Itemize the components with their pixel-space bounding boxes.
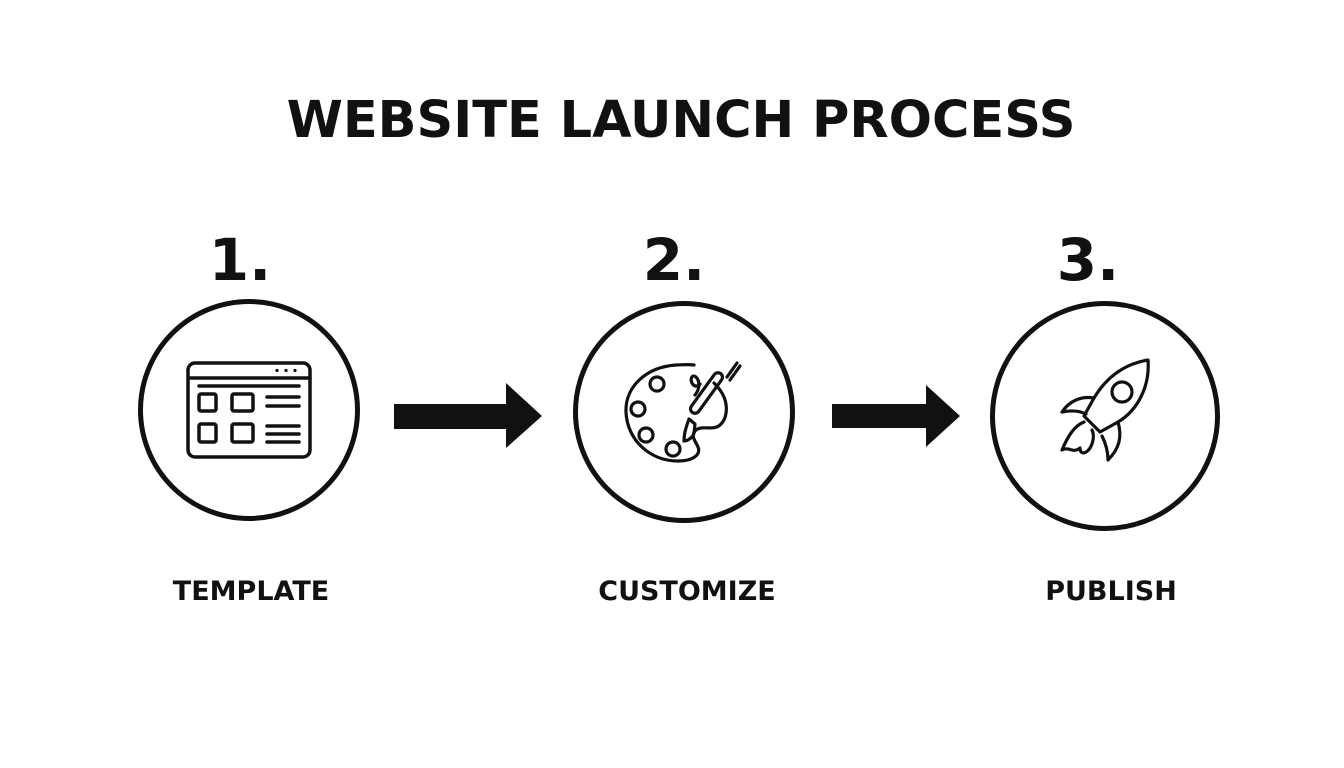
step-number: 1. <box>208 226 272 294</box>
step-number: 2. <box>642 226 706 294</box>
arrow-right-icon <box>394 383 542 448</box>
rocket-icon <box>1060 358 1150 462</box>
step-label: PUBLISH <box>1045 576 1177 607</box>
browser-template-icon <box>186 361 312 459</box>
step-label: CUSTOMIZE <box>598 576 776 607</box>
step-customize: 2. CUSTOMIZE <box>557 0 817 768</box>
step-publish: 3. PUBLISH <box>976 0 1236 768</box>
step-circle <box>990 301 1220 531</box>
step-circle <box>138 299 360 521</box>
step-template: 1. TEMPLATE <box>120 0 380 768</box>
step-circle <box>573 301 795 523</box>
step-label: TEMPLATE <box>172 576 330 607</box>
step-number: 3. <box>1056 226 1120 294</box>
paint-palette-icon <box>624 361 742 463</box>
diagram-title: WEBSITE LAUNCH PROCESS <box>286 91 1076 150</box>
arrow-right-icon <box>832 385 960 447</box>
